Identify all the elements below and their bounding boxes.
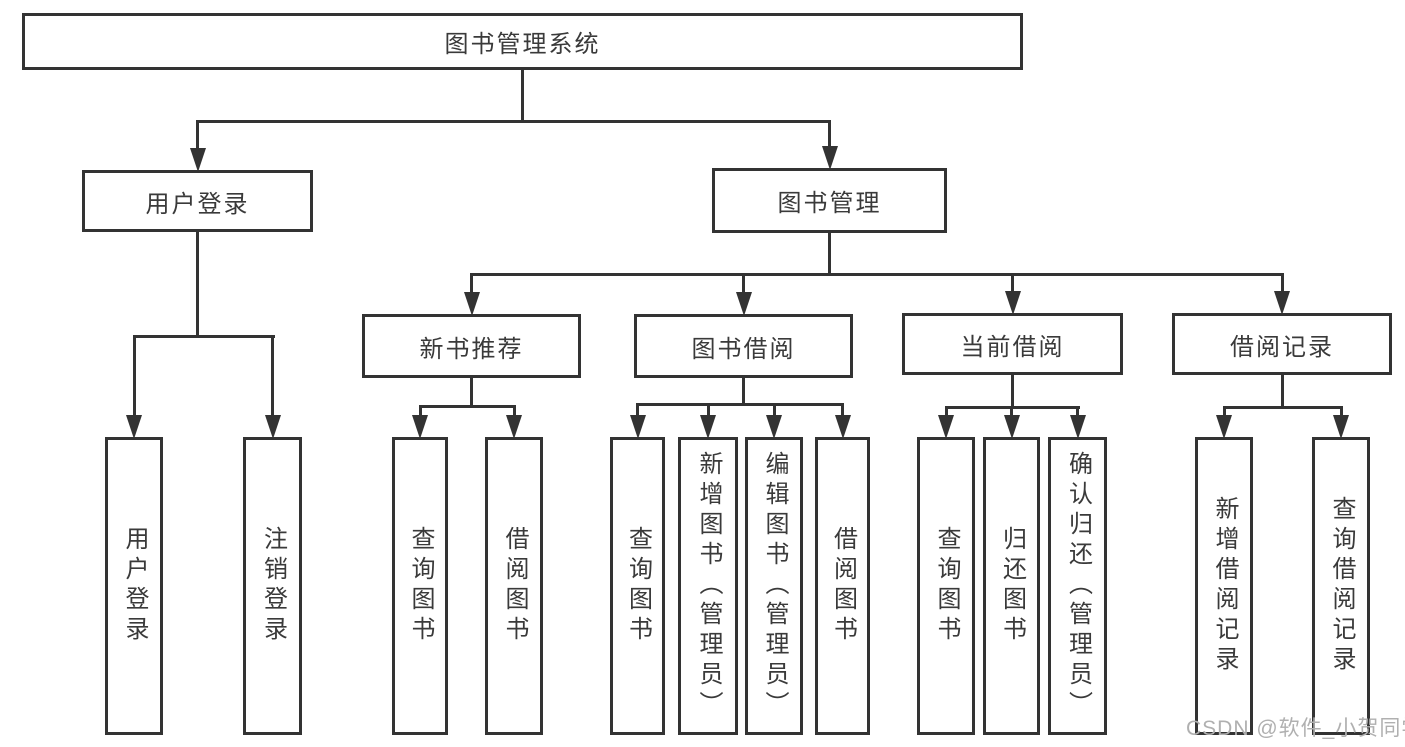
drop-line	[707, 403, 710, 415]
drop-line	[828, 120, 831, 146]
arrow-down-icon	[766, 415, 782, 439]
arrow-down-icon	[1005, 291, 1021, 315]
node-leaf-new-2: 借阅图书	[485, 437, 543, 735]
node-label: 注销登录	[259, 526, 287, 646]
drop-line	[133, 335, 136, 415]
arrow-down-icon	[630, 415, 646, 439]
arrow-down-icon	[700, 415, 716, 439]
node-leaf-bor-4: 借阅图书	[815, 437, 870, 735]
drop-line	[1223, 406, 1226, 415]
node-login: 用户登录	[82, 170, 313, 232]
arrow-down-icon	[464, 292, 480, 316]
parent-stem-line	[742, 378, 745, 406]
bus-line	[636, 403, 844, 406]
node-leaf-rec-2: 查询借阅记录	[1312, 437, 1370, 735]
drop-line	[773, 403, 776, 415]
node-label: 借阅记录	[1230, 333, 1334, 361]
bus-line	[1223, 406, 1343, 409]
arrow-down-icon	[1070, 415, 1086, 439]
arrow-down-icon	[265, 415, 281, 439]
drop-line	[1011, 273, 1014, 291]
node-label: 确认归还（管理员）	[1064, 451, 1092, 721]
node-mgmt: 图书管理	[712, 168, 947, 233]
node-leaf-rec-1: 新增借阅记录	[1195, 437, 1253, 735]
csdn-watermark: CSDN @软件_小贺同学	[1186, 717, 1405, 740]
arrow-down-icon	[1274, 291, 1290, 315]
arrow-down-icon	[1216, 415, 1232, 439]
drop-line	[196, 120, 199, 148]
node-label: 新增借阅记录	[1211, 496, 1238, 676]
node-leaf-login-1: 用户登录	[105, 437, 163, 735]
node-leaf-login-2: 注销登录	[243, 437, 302, 735]
bus-line	[133, 335, 275, 338]
drop-line	[1340, 406, 1343, 415]
node-label: 用户登录	[145, 190, 250, 218]
drop-line	[271, 335, 274, 415]
node-records: 借阅记录	[1172, 313, 1392, 375]
drop-line	[945, 406, 948, 415]
drop-line	[1010, 406, 1013, 415]
node-label: 查询图书	[624, 526, 652, 646]
parent-stem-line	[521, 70, 524, 123]
drop-line	[470, 273, 473, 292]
arrow-down-icon	[126, 415, 142, 439]
node-leaf-cur-2: 归还图书	[983, 437, 1040, 735]
drop-line	[841, 403, 844, 415]
node-label: 查询借阅记录	[1328, 496, 1355, 676]
bus-line	[470, 273, 1284, 276]
bus-line	[419, 405, 516, 408]
node-borrow: 图书借阅	[634, 314, 853, 378]
drop-line	[1281, 273, 1284, 291]
node-leaf-new-1: 查询图书	[392, 437, 448, 735]
node-leaf-bor-3: 编辑图书（管理员）	[745, 437, 803, 735]
arrow-down-icon	[412, 415, 428, 439]
node-leaf-cur-1: 查询图书	[917, 437, 975, 735]
node-leaf-cur-3: 确认归还（管理员）	[1048, 437, 1107, 735]
parent-stem-line	[828, 233, 831, 276]
drop-line	[636, 403, 639, 415]
parent-stem-line	[1011, 375, 1014, 409]
node-label: 借阅图书	[829, 526, 857, 646]
arrow-down-icon	[506, 415, 522, 439]
drop-line	[742, 273, 745, 292]
node-newbook: 新书推荐	[362, 314, 581, 378]
node-label: 图书管理	[777, 190, 882, 217]
arrow-down-icon	[190, 148, 206, 172]
node-root: 图书管理系统	[22, 13, 1023, 70]
node-label: 借阅图书	[501, 526, 528, 646]
node-leaf-bor-2: 新增图书（管理员）	[678, 437, 738, 735]
node-label: 查询图书	[407, 526, 434, 646]
node-label: 编辑图书（管理员）	[761, 451, 788, 721]
arrow-down-icon	[1004, 415, 1020, 439]
bus-line	[196, 120, 831, 123]
drop-line	[419, 405, 422, 415]
arrow-down-icon	[736, 292, 752, 316]
arrow-down-icon	[1333, 415, 1349, 439]
parent-stem-line	[196, 232, 199, 338]
node-label: 新书推荐	[419, 335, 524, 363]
node-current: 当前借阅	[902, 313, 1123, 375]
node-label: 新增图书（管理员）	[695, 451, 722, 721]
node-label: 图书管理系统	[444, 31, 601, 58]
parent-stem-line	[1281, 375, 1284, 409]
arrow-down-icon	[938, 415, 954, 439]
node-label: 用户登录	[121, 526, 148, 646]
arrow-down-icon	[835, 415, 851, 439]
node-label: 查询图书	[933, 526, 960, 646]
drop-line	[513, 405, 516, 415]
parent-stem-line	[470, 378, 473, 408]
node-label: 图书借阅	[691, 335, 796, 363]
node-leaf-bor-1: 查询图书	[610, 437, 665, 735]
node-label: 当前借阅	[960, 333, 1065, 361]
node-label: 归还图书	[998, 526, 1026, 646]
arrow-down-icon	[822, 146, 838, 170]
drop-line	[1076, 406, 1079, 415]
